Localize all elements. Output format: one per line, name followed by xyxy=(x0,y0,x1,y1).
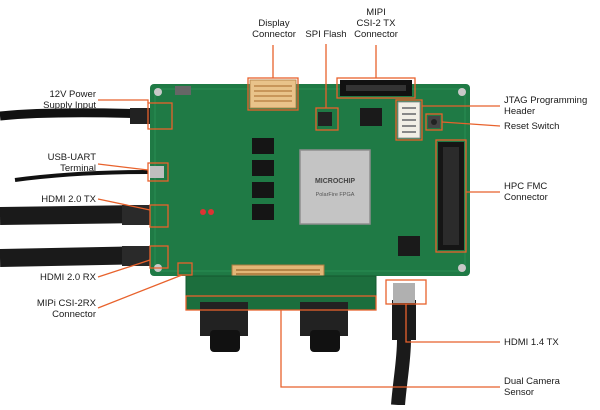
cables xyxy=(0,108,416,406)
label-hpc-fmc: HPC FMC Connector xyxy=(504,181,548,203)
label-hdmi-20-rx: HDMI 2.0 RX xyxy=(40,272,96,283)
label-mipi-csi2-tx: MIPI CSI-2 TX Connector xyxy=(354,7,398,40)
display-connector xyxy=(249,79,297,109)
label-display-connector: Display Connector xyxy=(252,18,296,40)
usb-port xyxy=(150,166,164,178)
label-dual-camera: Dual Camera Sensor xyxy=(504,376,560,398)
label-usb-uart: USB-UART Terminal xyxy=(47,152,96,174)
fpga-chip xyxy=(299,149,371,225)
spi-flash-chip xyxy=(318,112,332,126)
chip-brand: MICROCHIP xyxy=(315,178,355,185)
label-hdmi-20-tx: HDMI 2.0 TX xyxy=(41,194,96,205)
camera-lenses xyxy=(200,302,348,352)
label-power-input: 12V Power Supply Input xyxy=(43,89,96,111)
label-mipi-csi2rx: MIPi CSI-2RX Connector xyxy=(36,298,96,320)
label-hdmi-14-tx: HDMI 1.4 TX xyxy=(504,337,559,348)
memory-chips xyxy=(252,138,274,220)
label-jtag-header: JTAG Programming Header xyxy=(504,95,588,117)
label-spi-flash: SPI Flash xyxy=(305,29,347,40)
callout-lines xyxy=(97,44,501,388)
label-reset-switch: Reset Switch xyxy=(504,121,560,132)
chip-product: PolarFire FPGA xyxy=(316,192,355,198)
